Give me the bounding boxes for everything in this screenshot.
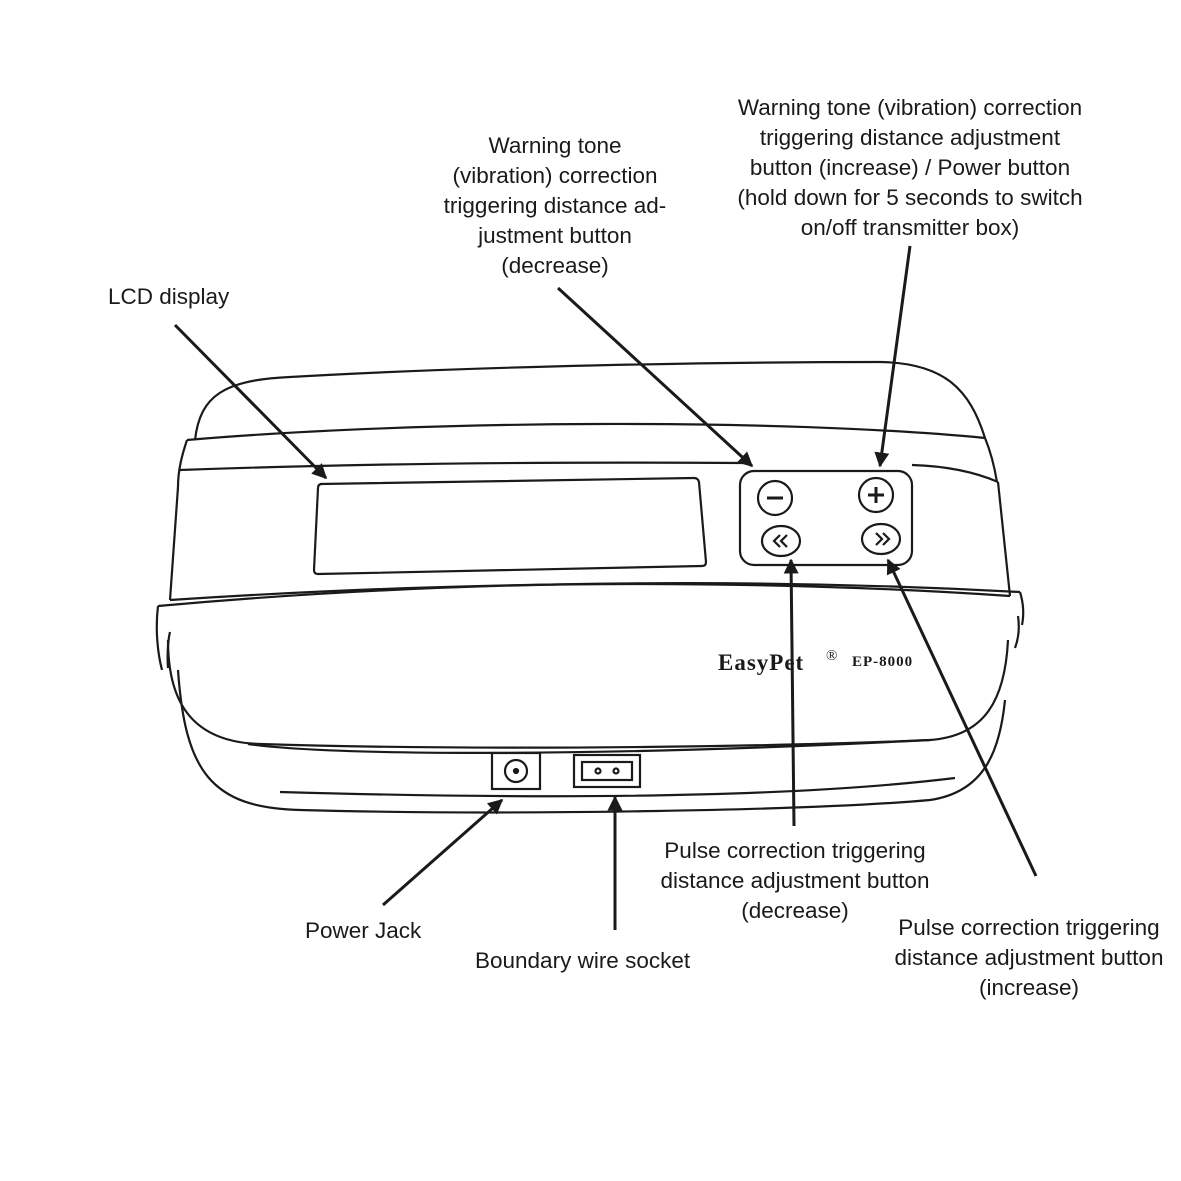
label-boundary-socket: Boundary wire socket bbox=[475, 948, 691, 973]
label-warning-increase: Warning tone (vibration) correction trig… bbox=[737, 95, 1083, 240]
arrow-power-jack bbox=[382, 798, 504, 907]
arrow-warning-decrease bbox=[556, 286, 754, 468]
lcd-display bbox=[312, 476, 708, 576]
label-pulse-decrease: Pulse correction triggering distance adj… bbox=[660, 838, 930, 923]
label-pulse-increase: Pulse correction triggering distance adj… bbox=[894, 915, 1164, 1000]
arrow-warning-increase bbox=[874, 245, 912, 468]
arrow-lcd bbox=[173, 323, 328, 480]
power-jack bbox=[490, 751, 542, 791]
pulse-increase-button[interactable] bbox=[860, 522, 902, 556]
pulse-decrease-button[interactable] bbox=[760, 524, 802, 558]
arrow-pulse-increase bbox=[886, 558, 1038, 877]
double-chevron-left-icon bbox=[772, 534, 788, 548]
button-panel bbox=[738, 469, 914, 567]
warning-decrease-button[interactable] bbox=[756, 479, 794, 517]
transmitter-body bbox=[155, 360, 1025, 814]
arrow-pulse-decrease bbox=[783, 558, 799, 827]
warning-increase-power-button[interactable] bbox=[857, 476, 895, 514]
label-power-jack: Power Jack bbox=[305, 918, 422, 943]
plus-icon bbox=[868, 487, 884, 503]
double-chevron-right-icon bbox=[875, 532, 891, 546]
registered-mark: ® bbox=[826, 648, 837, 664]
brand-name: EasyPet bbox=[718, 650, 804, 675]
boundary-wire-socket bbox=[572, 753, 642, 789]
label-warning-decrease: Warning tone (vibration) correction trig… bbox=[443, 133, 667, 278]
model-number: EP-8000 bbox=[852, 654, 913, 670]
label-lcd-display: LCD display bbox=[108, 284, 230, 309]
